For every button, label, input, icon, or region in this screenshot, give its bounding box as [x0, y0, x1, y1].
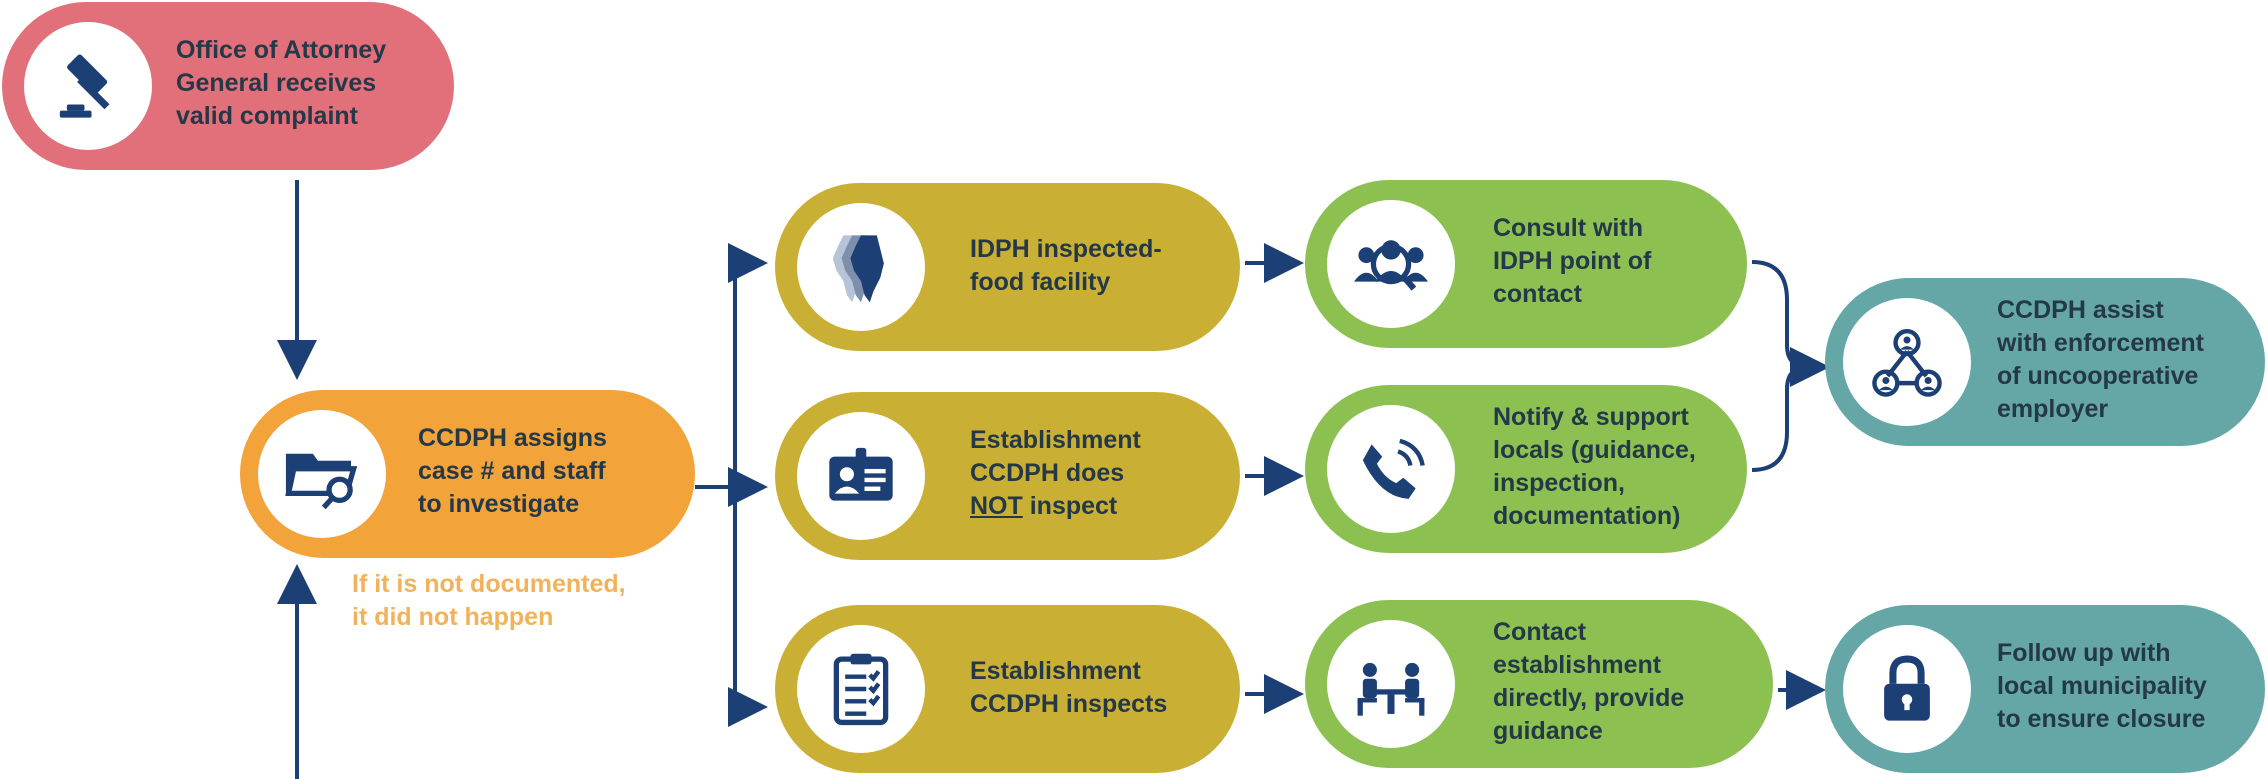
node-not-inspect-line2: CCDPH does [970, 459, 1125, 487]
node-contact-line2: establishment [1493, 651, 1662, 679]
id-badge-icon [797, 412, 925, 540]
node-inspects-line1: Establishment [970, 657, 1141, 685]
padlock-icon [1843, 625, 1971, 753]
meeting-table-icon [1327, 620, 1455, 748]
node-not-inspect: Establishment CCDPH does NOT inspect [775, 392, 1240, 560]
node-not-inspect-rest: inspect [1022, 492, 1118, 520]
node-idph-facility-line1: IDPH inspected- [970, 235, 1162, 263]
node-followup-line1: Follow up with [1997, 639, 2171, 667]
gavel-icon [24, 22, 152, 150]
node-enforce-line3: of uncooperative [1997, 362, 2199, 390]
node-contact-line3: directly, provide [1493, 684, 1685, 712]
node-enforce-line2: with enforcement [1997, 329, 2204, 357]
node-idph-facility: IDPH inspected- food facility [775, 183, 1240, 351]
node-inspects: Establishment CCDPH inspects [775, 605, 1240, 773]
phone-ringing-icon [1327, 405, 1455, 533]
node-notify-line4: documentation) [1493, 502, 1681, 530]
node-oag-line2: General receives [176, 69, 377, 97]
node-followup-line2: local municipality [1997, 672, 2207, 700]
node-consult: Consult with IDPH point of contact [1305, 180, 1747, 348]
node-followup: Follow up with local municipality to ens… [1825, 605, 2265, 773]
node-oag-line3: valid complaint [176, 102, 358, 130]
node-consult-line3: contact [1493, 280, 1582, 308]
folder-search-icon [258, 410, 386, 538]
node-not-inspect-line3: NOT inspect [970, 490, 1141, 523]
node-assign: CCDPH assigns case # and staff to invest… [240, 390, 695, 558]
node-enforce-line1: CCDPH assist [1997, 296, 2164, 324]
network-people-icon [1843, 298, 1971, 426]
clipboard-checklist-icon [797, 625, 925, 753]
node-assign-line3: to investigate [418, 490, 580, 518]
node-assign-line2: case # and staff [418, 457, 606, 485]
node-notify-line2: locals (guidance, [1493, 436, 1696, 464]
documentation-note: If it is not documented, it did not happ… [352, 568, 626, 634]
node-notify-line1: Notify & support [1493, 403, 1689, 431]
note-line2: it did not happen [352, 603, 554, 631]
node-idph-facility-line2: food facility [970, 268, 1111, 296]
group-search-icon [1327, 200, 1455, 328]
node-consult-line1: Consult with [1493, 214, 1643, 242]
node-not-inspect-line1: Establishment [970, 426, 1141, 454]
node-oag: Office of Attorney General receives vali… [2, 2, 454, 170]
node-enforce: CCDPH assist with enforcement of uncoope… [1825, 278, 2265, 446]
node-notify: Notify & support locals (guidance, inspe… [1305, 385, 1747, 553]
node-contact-line1: Contact [1493, 618, 1587, 646]
note-line1: If it is not documented, [352, 570, 626, 598]
node-assign-line1: CCDPH assigns [418, 424, 607, 452]
node-consult-line2: IDPH point of [1493, 247, 1652, 275]
node-followup-line3: to ensure closure [1997, 705, 2206, 733]
node-contact-line4: guidance [1493, 717, 1603, 745]
node-contact: Contact establishment directly, provide … [1305, 600, 1773, 768]
illinois-map-icon [797, 203, 925, 331]
node-not-inspect-underlined: NOT [970, 492, 1023, 520]
node-oag-line1: Office of Attorney [176, 36, 387, 64]
merge-bracket [1751, 260, 1809, 472]
node-enforce-line4: employer [1997, 395, 2109, 423]
node-inspects-line2: CCDPH inspects [970, 690, 1168, 718]
node-notify-line3: inspection, [1493, 469, 1625, 497]
